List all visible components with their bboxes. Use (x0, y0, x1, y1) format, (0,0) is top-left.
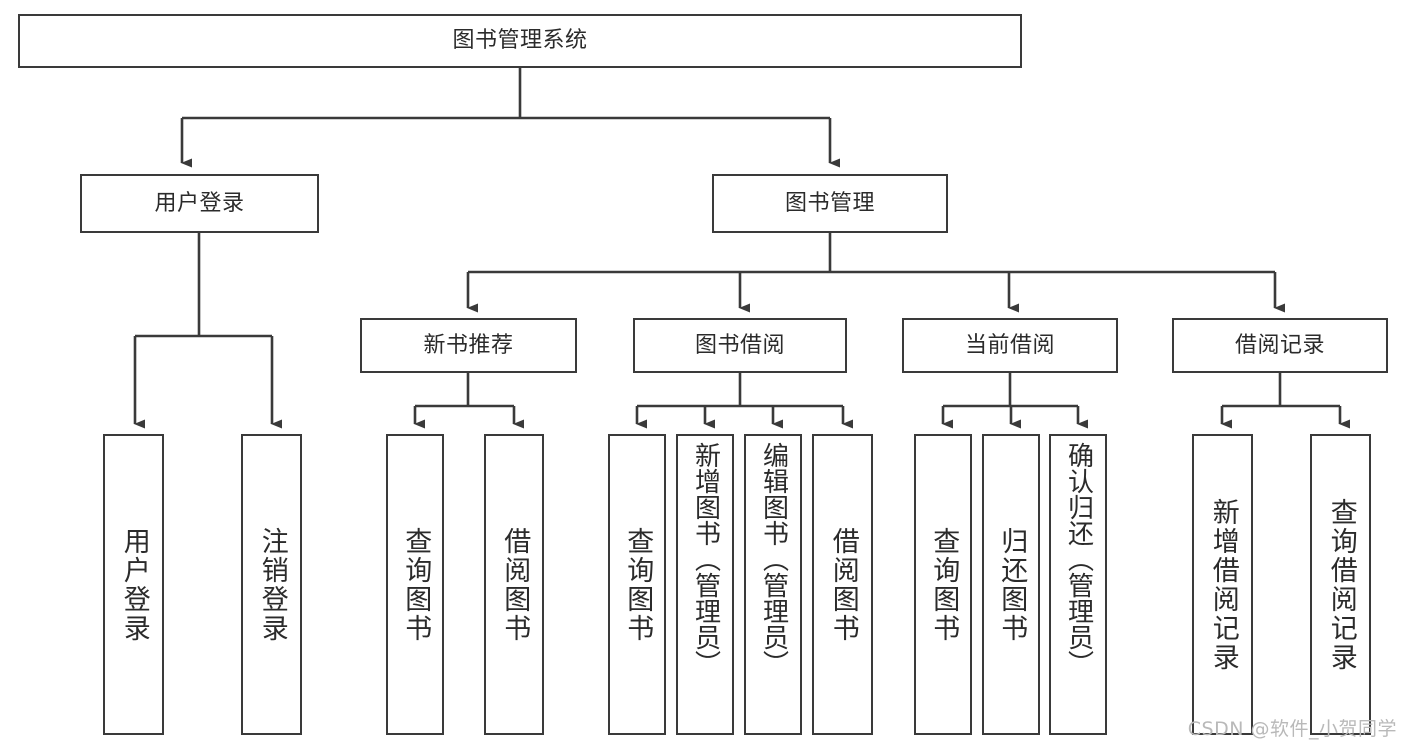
node-leaf-user-login-label: 用户登录 (118, 526, 150, 643)
node-leaf-confirm-return-admin[interactable]: 确认归还（管理员） (1049, 434, 1107, 735)
node-borrow-record-label: 借阅记录 (1234, 332, 1325, 358)
node-leaf-add-borrow-record[interactable]: 新增借阅记录 (1192, 434, 1253, 735)
node-leaf-borrow-book-1-label: 借阅图书 (499, 526, 531, 643)
node-leaf-add-book-admin[interactable]: 新增图书（管理员） (676, 434, 734, 735)
node-leaf-add-borrow-record-label: 新增借阅记录 (1207, 497, 1239, 672)
node-leaf-logout-login-label: 注销登录 (256, 526, 288, 643)
node-user-login[interactable]: 用户登录 (80, 174, 319, 233)
node-leaf-query-borrow-record-label: 查询借阅记录 (1325, 497, 1357, 672)
node-leaf-return-book[interactable]: 归还图书 (982, 434, 1040, 735)
node-book-manage[interactable]: 图书管理 (712, 174, 948, 233)
node-root[interactable]: 图书管理系统 (18, 14, 1022, 68)
node-leaf-query-borrow-record[interactable]: 查询借阅记录 (1310, 434, 1371, 735)
node-leaf-query-book-2[interactable]: 查询图书 (608, 434, 666, 735)
node-leaf-borrow-book-1[interactable]: 借阅图书 (484, 434, 544, 735)
node-leaf-borrow-book-2-label: 借阅图书 (827, 526, 859, 643)
node-leaf-edit-book-admin-label: 编辑图书（管理员） (758, 442, 789, 676)
node-root-label: 图书管理系统 (452, 28, 588, 53)
node-leaf-edit-book-admin[interactable]: 编辑图书（管理员） (744, 434, 802, 735)
node-borrow-record[interactable]: 借阅记录 (1172, 318, 1388, 373)
node-leaf-query-book-1-label: 查询图书 (400, 526, 432, 643)
node-user-login-label: 用户登录 (154, 190, 245, 216)
watermark: CSDN @软件_小贺同学 (1187, 718, 1397, 740)
node-leaf-user-login[interactable]: 用户登录 (103, 434, 164, 735)
node-leaf-query-book-3[interactable]: 查询图书 (914, 434, 972, 735)
node-leaf-query-book-1[interactable]: 查询图书 (386, 434, 444, 735)
node-book-manage-label: 图书管理 (784, 190, 875, 216)
node-leaf-return-book-label: 归还图书 (996, 526, 1028, 643)
node-leaf-query-book-2-label: 查询图书 (622, 526, 654, 643)
node-leaf-logout-login[interactable]: 注销登录 (241, 434, 302, 735)
node-leaf-query-book-3-label: 查询图书 (928, 526, 960, 643)
node-book-borrow-label: 图书借阅 (694, 332, 785, 358)
node-new-book-recommend[interactable]: 新书推荐 (360, 318, 577, 373)
node-current-borrow-label: 当前借阅 (964, 332, 1055, 358)
node-current-borrow[interactable]: 当前借阅 (902, 318, 1118, 373)
node-leaf-add-book-admin-label: 新增图书（管理员） (690, 442, 721, 676)
node-leaf-borrow-book-2[interactable]: 借阅图书 (812, 434, 873, 735)
node-new-book-recommend-label: 新书推荐 (423, 332, 514, 358)
node-leaf-confirm-return-admin-label: 确认归还（管理员） (1063, 442, 1094, 676)
node-book-borrow[interactable]: 图书借阅 (633, 318, 847, 373)
